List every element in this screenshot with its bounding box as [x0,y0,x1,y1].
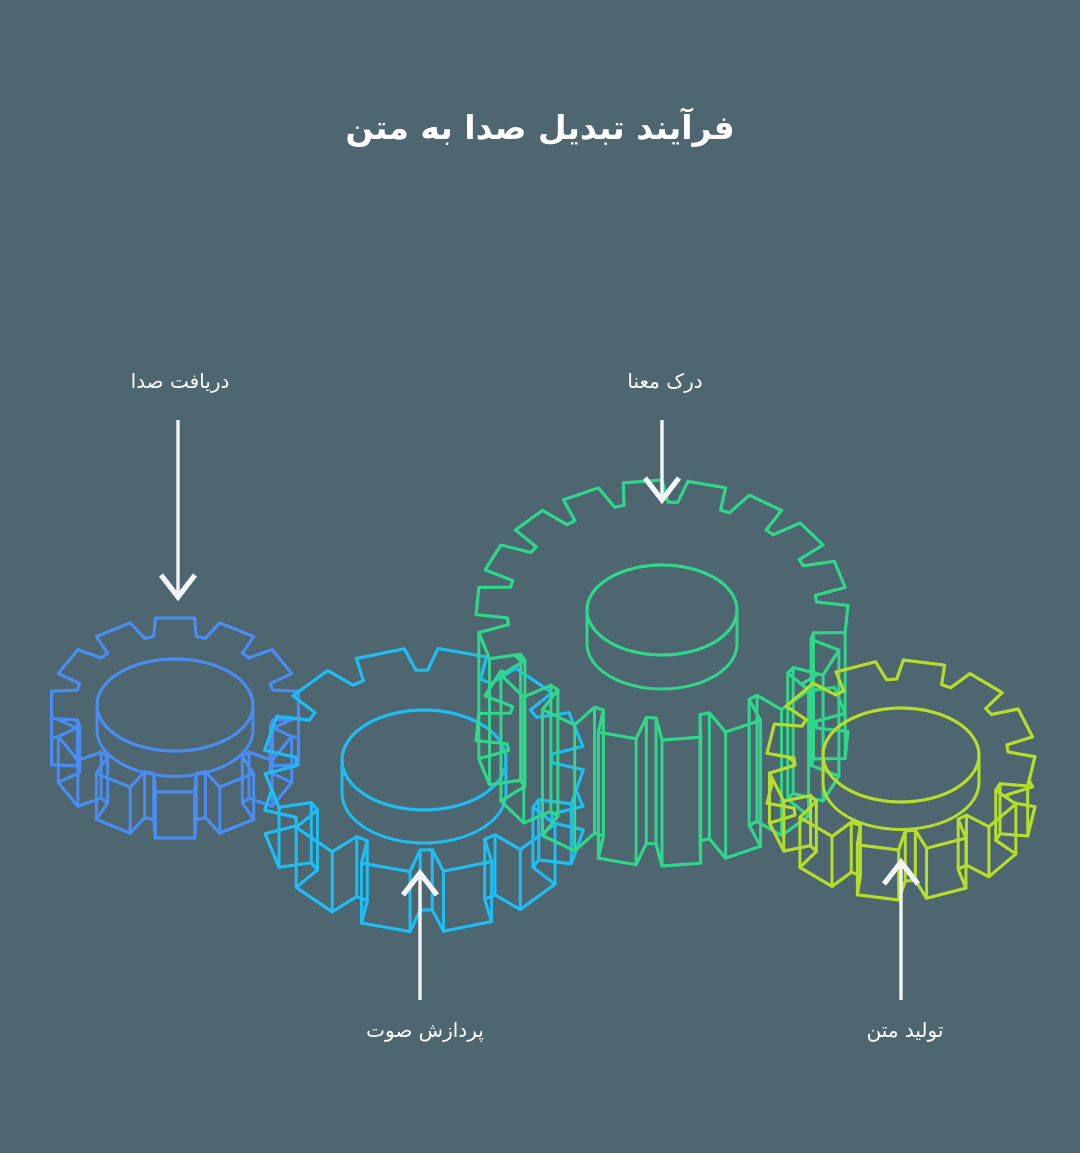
label-audio-processing: پردازش صوت [366,1018,484,1042]
label-text-generation: تولید متن [866,1018,944,1042]
label-receive-sound: دریافت صدا [130,369,230,393]
gear-receive [49,616,301,840]
gear-output [765,658,1037,902]
label-understand-meaning: درک معنا [627,369,703,393]
gear-meaning [474,478,850,868]
page-title: فرآیند تبدیل صدا به متن [345,108,735,147]
gear-process [263,646,585,934]
